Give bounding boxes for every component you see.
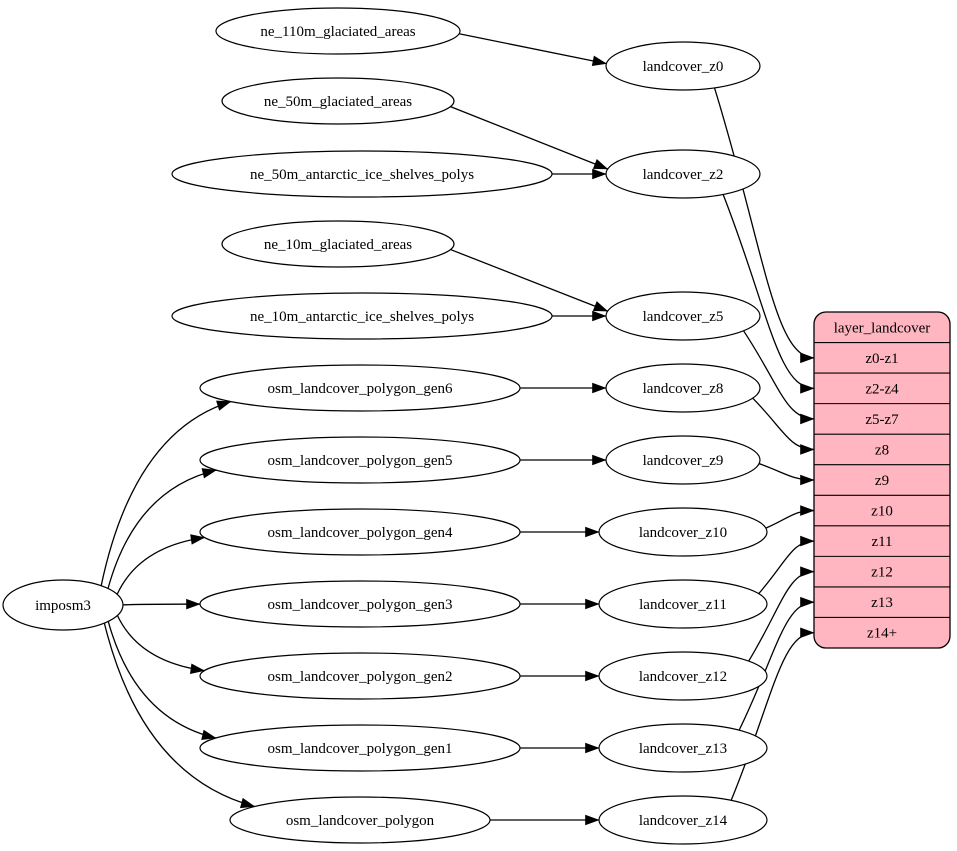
node-label-osm_landcover_polygon_gen2: osm_landcover_polygon_gen2 (268, 669, 453, 685)
record-row-label-z13: z13 (871, 595, 893, 611)
node-label-landcover_z2: landcover_z2 (643, 167, 724, 183)
edge-imposm3-to-osm_landcover_polygon_gen5 (107, 468, 217, 589)
node-osm_landcover_polygon_gen3 (199, 580, 521, 628)
node-label-landcover_z8: landcover_z8 (643, 381, 724, 397)
node-label-osm_landcover_polygon_gen3: osm_landcover_polygon_gen3 (268, 597, 453, 613)
edge-ne_110m_glaciated_areas-to-landcover_z0 (458, 33, 607, 67)
node-ne_10m_antarctic_ice_shelves_polys (171, 292, 553, 340)
record-row-label-z9: z9 (875, 473, 889, 489)
node-label-landcover_z0: landcover_z0 (643, 59, 724, 75)
node-landcover_z12 (598, 651, 768, 701)
edge-imposm3-to-osm_landcover_polygon_gen2 (116, 615, 205, 674)
record-row-label-z8: z8 (875, 442, 889, 458)
edge-landcover_z12-to-z12 (748, 566, 815, 662)
edge-ne_10m_glaciated_areas-to-landcover_z5 (450, 248, 609, 312)
record-row-label-z12: z12 (871, 565, 893, 581)
node-landcover_z13 (598, 723, 768, 773)
record-row-label-z0-z1: z0-z1 (865, 351, 898, 367)
node-label-landcover_z11: landcover_z11 (639, 597, 727, 613)
node-osm_landcover_polygon_gen1 (199, 724, 521, 772)
node-ne_50m_antarctic_ice_shelves_polys (171, 150, 553, 198)
node-osm_landcover_polygon_gen6 (199, 364, 521, 412)
node-label-ne_50m_glaciated_areas: ne_50m_glaciated_areas (264, 94, 412, 110)
node-landcover_z2 (605, 149, 761, 199)
node-osm_landcover_polygon_gen4 (199, 508, 521, 556)
node-label-osm_landcover_polygon_gen5: osm_landcover_polygon_gen5 (268, 453, 453, 469)
edge-landcover_z5-to-z5-z7 (743, 330, 815, 425)
node-label-osm_landcover_polygon_gen1: osm_landcover_polygon_gen1 (268, 741, 453, 757)
node-landcover_z9 (605, 435, 761, 485)
edge-ne_50m_glaciated_areas-to-landcover_z2 (450, 106, 609, 170)
node-osm_landcover_polygon_gen2 (199, 652, 521, 700)
record-row-label-z14+: z14+ (867, 626, 897, 642)
edge-imposm3-to-osm_landcover_polygon_gen3 (122, 598, 201, 610)
node-label-landcover_z9: landcover_z9 (643, 453, 724, 469)
node-landcover_z10 (598, 507, 768, 557)
node-label-landcover_z10: landcover_z10 (639, 525, 727, 541)
node-label-ne_10m_glaciated_areas: ne_10m_glaciated_areas (264, 237, 412, 253)
record-row-label-z11: z11 (871, 534, 892, 550)
node-label-landcover_z13: landcover_z13 (639, 741, 727, 757)
node-label-osm_landcover_polygon_gen4: osm_landcover_polygon_gen4 (268, 525, 453, 541)
record-row-label-z10: z10 (871, 504, 893, 520)
edge-imposm3-to-osm_landcover_polygon (103, 622, 256, 809)
node-label-ne_110m_glaciated_areas: ne_110m_glaciated_areas (260, 24, 415, 40)
node-imposm3 (2, 579, 124, 631)
node-ne_110m_glaciated_areas (215, 7, 461, 55)
edge-landcover_z14-to-z14+ (730, 627, 815, 801)
edge-landcover_z10-to-z10 (765, 505, 815, 529)
node-label-imposm3: imposm3 (35, 598, 91, 614)
node-label-ne_10m_antarctic_ice_shelves_polys: ne_10m_antarctic_ice_shelves_polys (250, 309, 474, 325)
edge-landcover_z13-to-z13 (738, 596, 815, 731)
node-ne_10m_glaciated_areas (221, 220, 455, 268)
node-label-landcover_z12: landcover_z12 (639, 669, 727, 685)
edge-imposm3-to-osm_landcover_polygon_gen6 (100, 400, 232, 586)
edge-imposm3-to-osm_landcover_polygon_gen1 (107, 621, 217, 740)
node-label-osm_landcover_polygon_gen6: osm_landcover_polygon_gen6 (268, 381, 453, 397)
node-label-landcover_z5: landcover_z5 (643, 309, 724, 325)
record-row-label-z2-z4: z2-z4 (865, 381, 899, 397)
edge-landcover_z9-to-z9 (758, 463, 815, 486)
node-landcover_z5 (605, 291, 761, 341)
edge-landcover_z11-to-z11 (758, 535, 815, 595)
node-landcover_z14 (598, 795, 768, 845)
record-header-label: layer_landcover (834, 320, 931, 336)
node-landcover_z0 (605, 41, 761, 91)
edge-landcover_z0-to-z0-z1 (713, 87, 815, 364)
edge-landcover_z2-to-z2-z4 (722, 194, 815, 394)
edge-imposm3-to-osm_landcover_polygon_gen4 (116, 534, 206, 595)
node-label-ne_50m_antarctic_ice_shelves_polys: ne_50m_antarctic_ice_shelves_polys (250, 167, 474, 183)
edge-landcover_z8-to-z8 (752, 397, 815, 455)
record-row-label-z5-z7: z5-z7 (865, 412, 899, 428)
node-landcover_z11 (598, 579, 768, 629)
node-osm_landcover_polygon_gen5 (199, 436, 521, 484)
node-ne_50m_glaciated_areas (221, 77, 455, 125)
node-osm_landcover_polygon (229, 796, 491, 844)
node-label-landcover_z14: landcover_z14 (639, 813, 728, 829)
node-label-osm_landcover_polygon: osm_landcover_polygon (286, 813, 435, 829)
node-landcover_z8 (605, 363, 761, 413)
